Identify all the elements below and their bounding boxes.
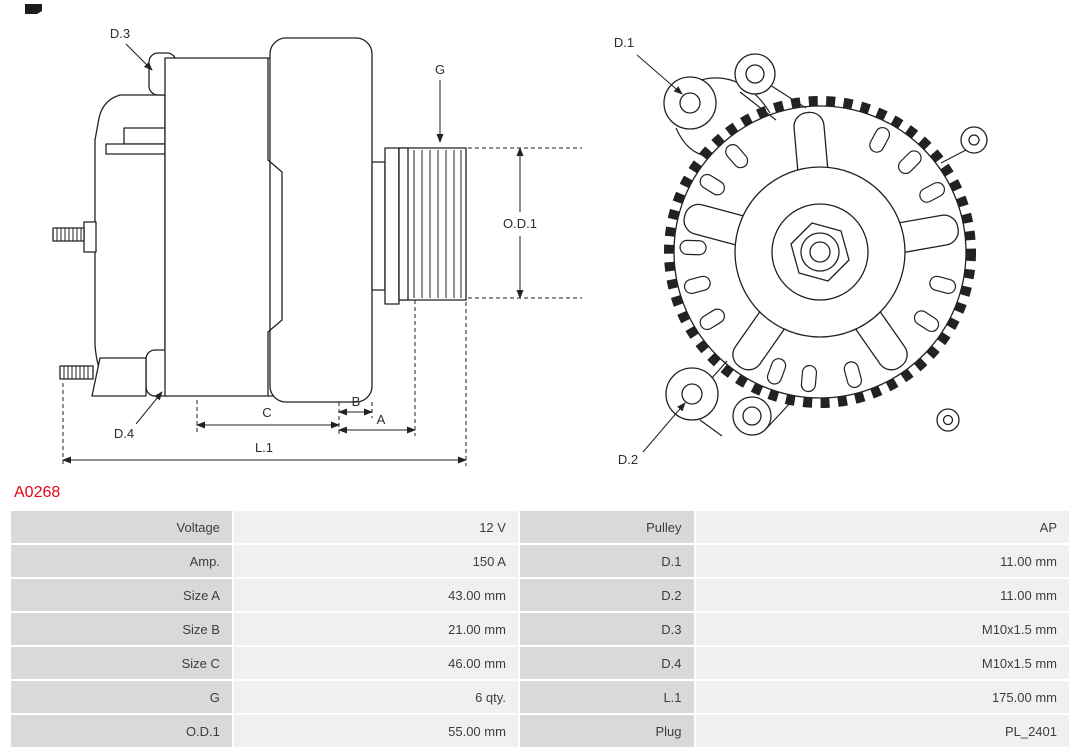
d4-leader [135,391,163,425]
side-view-dimensions [62,43,582,466]
spec-value: 43.00 mm [233,579,518,611]
spec-label: Plug [519,715,694,747]
mount-hole-top [745,64,765,84]
mount-hole-d2 [681,383,703,405]
spec-value: AP [695,511,1069,543]
thread-hatching [56,228,82,241]
spec-row: O.D.1 55.00 mm Plug PL_2401 [11,715,1069,747]
label-d3: D.3 [110,26,130,41]
ear-connector [940,149,967,164]
spec-value: 150 A [233,545,518,577]
spec-row: Size A 43.00 mm D.2 11.00 mm [11,579,1069,611]
label-d2: D.2 [618,452,638,467]
label-d1: D.1 [614,35,634,50]
spec-value: M10x1.5 mm [695,613,1069,645]
spec-label: Amp. [11,545,232,577]
spec-label: G [11,681,232,713]
spec-label: D.1 [519,545,694,577]
shaft-collar [371,161,386,291]
spec-label: D.4 [519,647,694,679]
label-b: B [352,394,361,409]
corner-mark [25,4,42,14]
label-g: G [435,62,445,77]
spec-label: D.2 [519,579,694,611]
bottom-foot [91,357,147,397]
d3-leader [125,43,153,71]
ear-connector [764,399,794,431]
shaft-collar [384,147,400,305]
spec-value: 11.00 mm [695,579,1069,611]
spec-row: Size B 21.00 mm D.3 M10x1.5 mm [11,613,1069,645]
spec-row: Amp. 150 A D.1 11.00 mm [11,545,1069,577]
label-c: C [262,405,271,420]
spec-label: Size B [11,613,232,645]
label-a: A [377,412,386,427]
body-seam [267,58,283,396]
side-view-drawing [52,37,467,403]
spec-value: 46.00 mm [233,647,518,679]
shaft-center [809,241,831,263]
mount-hole-d1 [679,92,701,114]
spec-label: L.1 [519,681,694,713]
spec-value: 12 V [233,511,518,543]
specs-table: Voltage 12 V Pulley AP Amp. 150 A D.1 11… [9,509,1071,749]
spec-label: D.3 [519,613,694,645]
front-view-drawing [663,53,988,437]
spec-value: 21.00 mm [233,613,518,645]
spec-value: 11.00 mm [695,545,1069,577]
spec-value: 55.00 mm [233,715,518,747]
mount-hole-bottom [742,406,762,426]
part-number: A0268 [14,484,61,501]
label-od1: O.D.1 [503,216,537,231]
d2-leader [642,402,686,453]
d1-leader [636,54,683,95]
front-body [269,37,373,403]
rear-tab [123,127,166,145]
spec-label: Size A [11,579,232,611]
spec-value: 175.00 mm [695,681,1069,713]
pulley-side [398,147,467,301]
spec-label: Size C [11,647,232,679]
rear-tab [105,143,166,155]
alternator-diagram: D.3 G O.D.1 D.4 C B A L.1 [25,4,988,467]
spec-row: Voltage 12 V Pulley AP [11,511,1069,543]
mid-body [164,57,278,397]
ear-connector [699,360,728,437]
pulley-flange [398,147,409,301]
thread-hatching [63,366,89,379]
spec-value: PL_2401 [695,715,1069,747]
pulley-grooves [413,150,462,298]
spec-label: O.D.1 [11,715,232,747]
spec-label: Voltage [11,511,232,543]
extension-line [468,147,582,299]
stud-boss [83,221,97,253]
spec-value: M10x1.5 mm [695,647,1069,679]
label-l1: L.1 [255,440,273,455]
spec-row: G 6 qty. L.1 175.00 mm [11,681,1069,713]
label-d4: D.4 [114,426,134,441]
front-view-dimensions [636,54,686,453]
spec-value: 6 qty. [233,681,518,713]
spec-row: Size C 46.00 mm D.4 M10x1.5 mm [11,647,1069,679]
cooling-teeth-ring [664,96,976,408]
mount-hole-right [968,134,980,146]
spec-label: Pulley [519,511,694,543]
technical-diagram-area: D.3 G O.D.1 D.4 C B A L.1 [25,4,988,467]
ear-connector [739,84,807,121]
mount-hole-bottom-right [942,414,954,426]
